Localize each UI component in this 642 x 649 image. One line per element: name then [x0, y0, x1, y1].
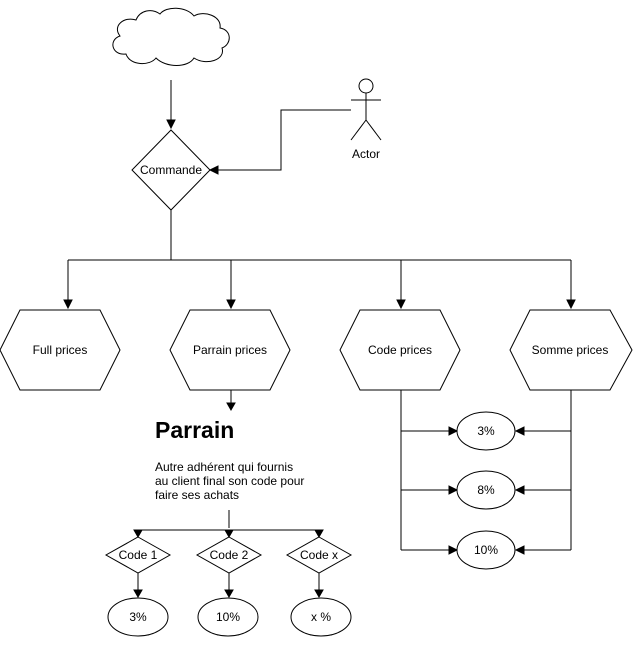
- arrowhead: [224, 529, 234, 539]
- actor-label: Actor: [352, 147, 380, 161]
- arrowhead: [514, 485, 525, 495]
- arrowhead: [396, 299, 406, 310]
- arrowhead: [566, 299, 576, 310]
- parrain-description-line-1: Autre adhérent qui fournis: [155, 460, 293, 474]
- code-2-label: Code 2: [210, 548, 249, 562]
- percent-option-2-ellipse: [456, 470, 516, 510]
- arrowhead: [226, 299, 236, 310]
- cloud-shape: [112, 7, 230, 66]
- code-x-result-ellipse: [290, 597, 352, 637]
- arrowhead: [63, 299, 73, 310]
- somme-prices-label: Somme prices: [532, 343, 609, 357]
- arrowhead: [226, 402, 236, 412]
- code-prices-label: Code prices: [368, 343, 432, 357]
- code-1-result-label: 3%: [129, 610, 147, 624]
- full-prices-hexagon: [0, 309, 121, 391]
- arrowhead: [448, 545, 459, 555]
- parrain-description-line-2: au client final son code pour: [155, 474, 304, 488]
- percent-option-1-ellipse: [456, 411, 516, 451]
- percent-option-2-label: 8%: [477, 483, 495, 497]
- arrowhead: [314, 589, 324, 599]
- arrowhead: [514, 545, 525, 555]
- parrain-prices-label: Parrain prices: [193, 343, 267, 357]
- arrowhead: [166, 119, 176, 130]
- edge-actor-to-commande: [218, 109, 351, 171]
- actor-icon: [350, 78, 382, 141]
- percent-option-1-label: 3%: [477, 424, 495, 438]
- code-2-result-label: 10%: [216, 610, 240, 624]
- somme-prices-hexagon: [509, 309, 633, 391]
- arrowhead: [224, 589, 234, 599]
- arrowhead: [448, 426, 459, 436]
- code-x-result-label: x %: [311, 610, 331, 624]
- percent-option-3-ellipse: [456, 530, 516, 570]
- arrowhead: [448, 485, 459, 495]
- code-prices-hexagon: [339, 309, 461, 391]
- parrain-section-title: Parrain: [155, 417, 234, 443]
- code-1-label: Code 1: [119, 548, 158, 562]
- arrowhead: [208, 165, 219, 175]
- percent-option-3-label: 10%: [474, 543, 498, 557]
- commande-label: Commande: [140, 163, 202, 177]
- code-1-result-ellipse: [107, 597, 169, 637]
- full-prices-label: Full prices: [33, 343, 88, 357]
- parrain-description-line-3: faire ses achats: [155, 488, 239, 502]
- arrowhead: [133, 589, 143, 599]
- code-2-result-ellipse: [197, 597, 259, 637]
- parrain-prices-hexagon: [169, 309, 291, 391]
- arrowhead: [514, 426, 525, 436]
- code-x-label: Code x: [300, 548, 338, 562]
- arrowhead: [314, 529, 324, 539]
- arrowhead: [133, 529, 143, 539]
